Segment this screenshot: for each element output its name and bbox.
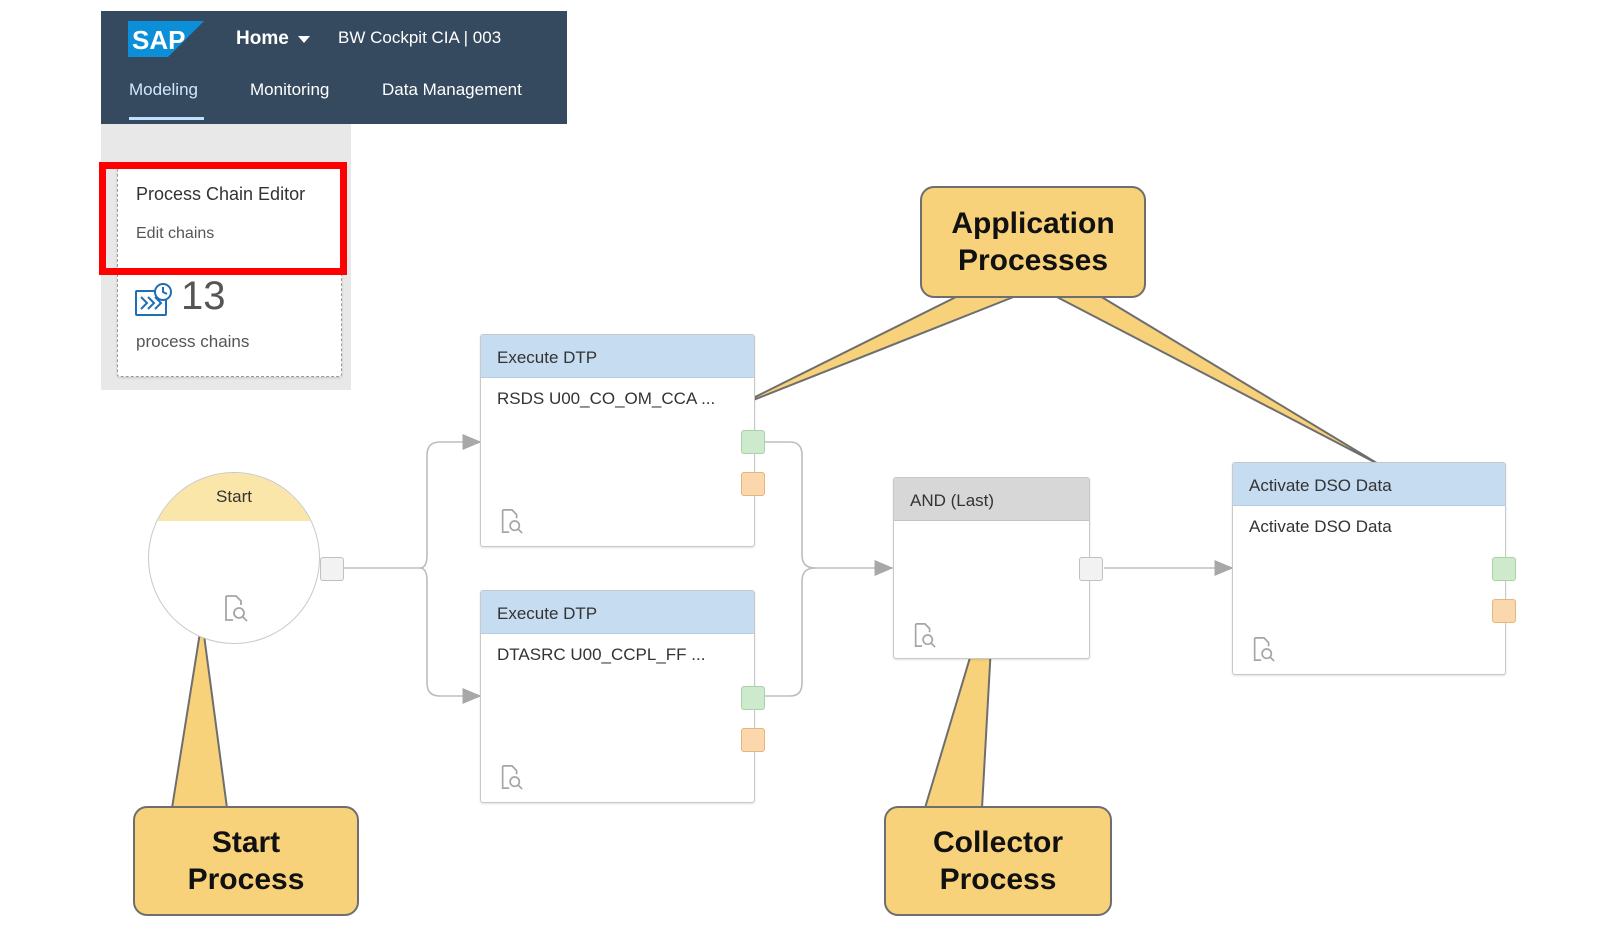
home-menu[interactable]: Home bbox=[236, 28, 289, 49]
callout-text: Start bbox=[211, 826, 281, 859]
space-title: BW Cockpit CIA | 003 bbox=[338, 28, 502, 47]
tile-count: 13 bbox=[181, 274, 226, 318]
sap-logo[interactable]: SAP bbox=[128, 21, 204, 57]
active-tab-indicator bbox=[129, 117, 204, 120]
error-port[interactable] bbox=[741, 728, 765, 752]
callout-text: Process bbox=[187, 863, 305, 896]
start-node-label: Start bbox=[149, 473, 319, 521]
document-search-icon[interactable] bbox=[498, 507, 524, 535]
connector-dtp2-and bbox=[765, 567, 816, 697]
callout-pointer-app-left bbox=[732, 295, 1017, 409]
callout-text: Application bbox=[951, 207, 1115, 240]
tile-subtitle: Edit chains bbox=[136, 225, 215, 242]
success-port[interactable] bbox=[1492, 557, 1516, 581]
node-header: AND (Last) bbox=[894, 478, 1089, 521]
node-detail: RSDS U00_CO_OM_CCA ... bbox=[497, 389, 716, 408]
connector-dtp1-and bbox=[765, 441, 894, 576]
execute-dtp-node-1[interactable]: Execute DTP RSDS U00_CO_OM_CCA ... bbox=[480, 334, 755, 547]
tab-data-management[interactable]: Data Management bbox=[382, 80, 522, 99]
node-header: Execute DTP bbox=[481, 335, 754, 378]
error-port[interactable] bbox=[741, 472, 765, 496]
success-port[interactable] bbox=[741, 686, 765, 710]
document-search-icon[interactable] bbox=[911, 621, 937, 649]
callout-text: Collector bbox=[932, 826, 1064, 859]
success-port[interactable] bbox=[741, 430, 765, 454]
tab-monitoring[interactable]: Monitoring bbox=[250, 80, 330, 99]
node-header: Execute DTP bbox=[481, 591, 754, 634]
highlight-box bbox=[99, 162, 347, 275]
document-search-icon[interactable] bbox=[498, 763, 524, 791]
error-port[interactable] bbox=[1492, 599, 1516, 623]
activate-dso-node[interactable]: Activate DSO Data Activate DSO Data bbox=[1232, 462, 1506, 675]
document-search-icon[interactable] bbox=[1250, 635, 1276, 663]
connector-to-dtp1 bbox=[419, 434, 482, 569]
and-output-port[interactable] bbox=[1079, 557, 1103, 581]
execute-dtp-node-2[interactable]: Execute DTP DTASRC U00_CCPL_FF ... bbox=[480, 590, 755, 803]
tile-count-unit: process chains bbox=[136, 332, 250, 351]
node-detail: Activate DSO Data bbox=[1249, 517, 1392, 536]
tab-modeling[interactable]: Modeling bbox=[129, 80, 198, 99]
callout-pointer-start bbox=[171, 619, 228, 809]
start-output-port[interactable] bbox=[320, 557, 344, 581]
process-chain-icon bbox=[135, 283, 172, 316]
node-detail: DTASRC U00_CCPL_FF ... bbox=[497, 645, 706, 664]
callout-pointer-app-right bbox=[1054, 295, 1381, 466]
document-search-icon[interactable] bbox=[221, 593, 249, 623]
start-process-node[interactable]: Start bbox=[148, 472, 320, 644]
tile-title: Process Chain Editor bbox=[136, 184, 306, 204]
and-collector-node[interactable]: AND (Last) bbox=[893, 477, 1090, 659]
callout-text: Processes bbox=[957, 244, 1109, 277]
svg-text:SAP: SAP bbox=[132, 25, 185, 55]
callout-text: Process bbox=[939, 863, 1057, 896]
connector-to-dtp2 bbox=[419, 567, 482, 704]
caret-down-icon[interactable] bbox=[298, 36, 310, 43]
shell-header: SAP Home BW Cockpit CIA | 003 Modeling M… bbox=[101, 11, 567, 124]
node-header: Activate DSO Data bbox=[1233, 463, 1505, 506]
